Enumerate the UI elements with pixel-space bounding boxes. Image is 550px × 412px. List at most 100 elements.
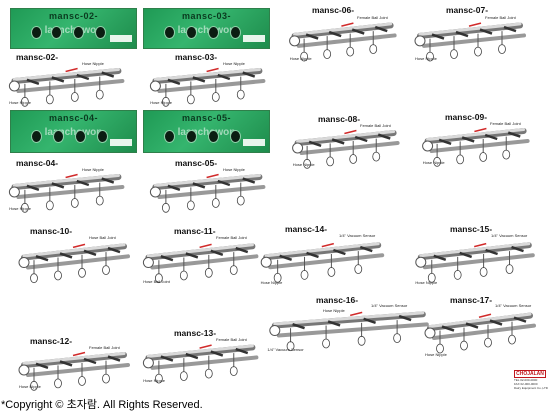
manifold-drawing [8, 67, 125, 107]
diagram-title-mansc-07: mansc-07- [446, 5, 489, 15]
accent-mark [341, 22, 354, 27]
accent-mark [321, 242, 334, 248]
manifold-drawing [292, 129, 400, 169]
diagram-note: Hose Nipple [19, 384, 41, 389]
cup-ring [354, 264, 363, 275]
cup-ring [54, 270, 62, 281]
photo-hole [75, 130, 86, 143]
main-pipe-highlight [296, 130, 396, 143]
lower-pipe [432, 323, 536, 341]
cup-ring [433, 156, 442, 167]
cup-ring [179, 371, 188, 381]
accent-mark [199, 243, 212, 249]
accent-mark [206, 67, 219, 73]
cup-ring [186, 94, 195, 105]
photo-mansc-02: mansc-02- laanchowon [10, 8, 137, 49]
diagram-note: Female Ball Joint [357, 15, 388, 21]
photo-hole [31, 26, 42, 39]
diagram-title-mansc-15: mansc-15- [450, 224, 493, 234]
lower-pipe [296, 33, 397, 48]
outlet-nipple [167, 184, 181, 191]
cup-ring [30, 273, 38, 284]
diagram-note: Hose Nipple [9, 100, 31, 105]
cup-ring [20, 96, 29, 107]
photo-title: mansc-05- [181, 113, 232, 123]
accent-mark [65, 67, 78, 73]
outlet-nipple [192, 76, 206, 83]
cup-ring [502, 149, 511, 160]
cup-ring [211, 92, 220, 102]
diagram-note: Hose Nipple [143, 377, 165, 383]
cup-ring [460, 340, 468, 351]
cup-ring [303, 158, 312, 169]
diagram-title-mansc-09: mansc-09- [445, 112, 488, 122]
end-cap [8, 80, 20, 92]
outlet-nipple [511, 245, 524, 253]
cup-ring [393, 333, 402, 344]
cup-ring [45, 200, 54, 211]
end-cap [415, 256, 427, 268]
cup-ring [346, 46, 355, 57]
outlet-nipple [83, 249, 97, 256]
manifold-drawing [149, 173, 266, 213]
cup-ring [484, 337, 492, 348]
diagram-note: Hose Ball Joint [143, 278, 170, 284]
photo-hole [208, 26, 219, 39]
end-cap [8, 186, 20, 198]
photo-mansc-04: mansc-04- laanchowon [10, 110, 137, 153]
outlet-nipple [513, 316, 527, 323]
diagram-title-mansc-05: mansc-05- [175, 158, 218, 168]
outlet-nipple [217, 179, 231, 187]
cup-ring [102, 373, 110, 384]
outlet-nipple [398, 314, 412, 322]
manifold-drawing [289, 22, 397, 62]
main-pipe-highlight [146, 344, 254, 358]
outlet-nipple [331, 138, 345, 145]
diagram-note: Hose Nipple [322, 307, 345, 313]
outlet-nipple [76, 73, 90, 81]
outlet-nipple [327, 320, 341, 327]
outlet-nipple [484, 133, 498, 141]
accent-mark [350, 311, 363, 317]
cup-ring [479, 152, 488, 162]
diagram-note: Female Ball Joint [89, 345, 120, 350]
cup-ring [204, 368, 213, 379]
outlet-nipple [441, 325, 455, 332]
cup-ring [498, 44, 506, 55]
diagram-note: Hose Nipple [82, 167, 104, 172]
diagram-note: Female Ball Joint [216, 337, 247, 343]
diagram-note: Hose Nipple [425, 351, 447, 357]
outlet-nipple [363, 317, 376, 324]
lower-pipe [16, 185, 125, 199]
diagram-note: Female Ball Joint [216, 235, 247, 241]
diagram-title-mansc-16: mansc-16- [316, 295, 359, 305]
cup-ring [326, 156, 335, 167]
outlet-nipple [242, 177, 256, 184]
outlet-nipple [210, 249, 224, 256]
photo-hole [186, 130, 197, 143]
main-pipe-highlight [12, 68, 120, 81]
manifold-drawing [414, 22, 526, 62]
outlet-nipple [192, 182, 206, 189]
manifold-drawing [422, 127, 530, 167]
brand-logo: CHOJALAN [514, 370, 546, 378]
cup-ring [323, 49, 332, 59]
cup-ring [204, 267, 213, 278]
outlet-nipple [160, 254, 174, 262]
photo-hole [97, 130, 108, 143]
end-cap [149, 186, 161, 198]
end-cap [18, 364, 30, 376]
cup-ring [161, 202, 170, 213]
diagram-note: Hose Nipple [415, 55, 437, 61]
diagram-note: Hose Nipple [260, 280, 283, 285]
cup-ring [450, 49, 458, 59]
cup-ring [300, 269, 309, 280]
copyright-notice: *Copyright © 초자람. All Rights Reserved. [1, 399, 203, 411]
